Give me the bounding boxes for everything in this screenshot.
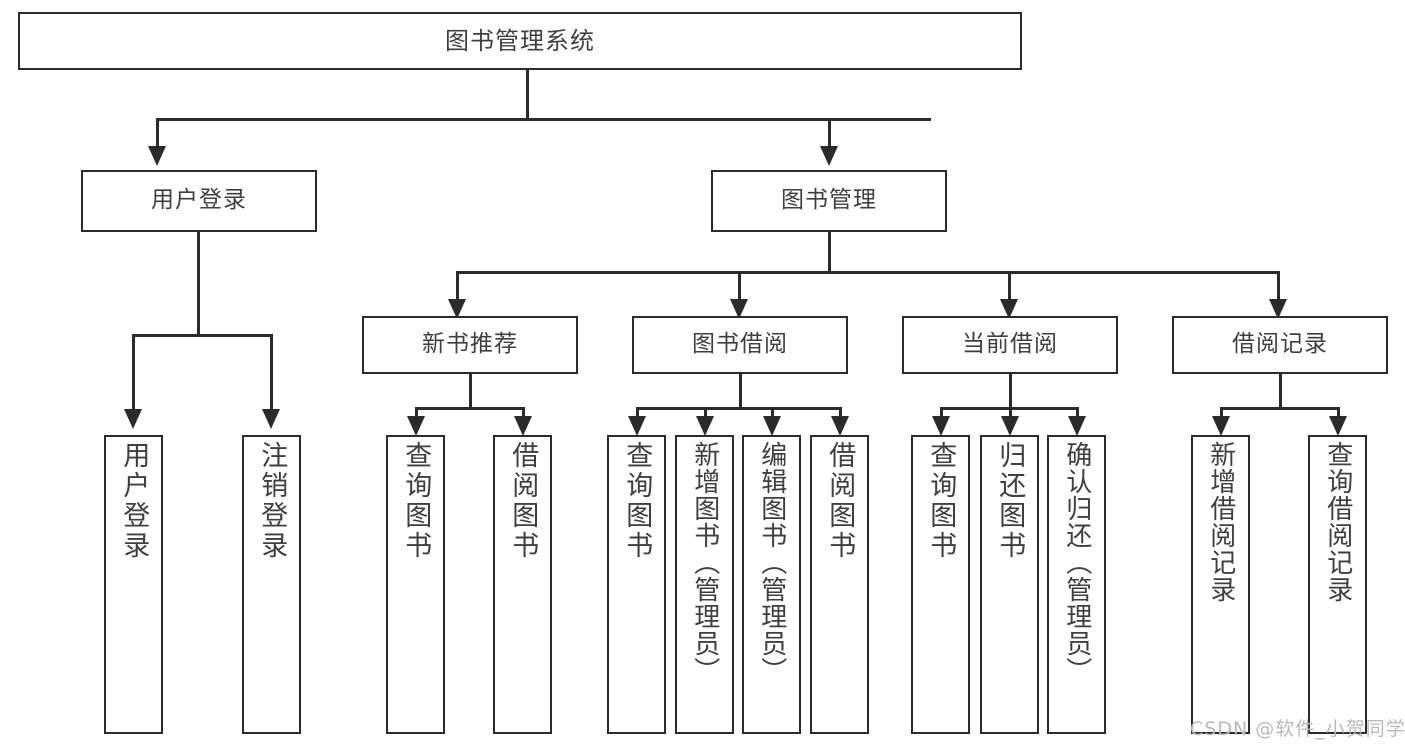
arrowhead-book-borrow-leaf-2 bbox=[696, 416, 714, 436]
connector-to-borrow-record bbox=[1277, 271, 1280, 301]
connector-to-current-borrow bbox=[1008, 271, 1011, 301]
connector-borrow-record-bus bbox=[1220, 407, 1340, 410]
node-label: 借阅图书 bbox=[824, 441, 856, 561]
connector-current-borrow-stem bbox=[1009, 374, 1012, 410]
leaf-book-borrow-add-admin[interactable]: 新增图书（管理员） bbox=[675, 435, 734, 734]
node-label: 新增图书（管理员） bbox=[689, 441, 720, 684]
connector-book-borrow-leaf-1 bbox=[636, 407, 639, 419]
node-label: 编辑图书（管理员） bbox=[756, 441, 787, 684]
connector-new-book-leaf-2 bbox=[522, 407, 525, 419]
arrowhead-borrow-record-leaf-1 bbox=[1212, 416, 1230, 436]
leaf-user-login-login[interactable]: 用户登录 bbox=[104, 435, 163, 734]
leaf-current-borrow-query[interactable]: 查询图书 bbox=[911, 435, 970, 734]
node-label: 查询图书 bbox=[925, 441, 957, 561]
connector-book-borrow-leaf-2 bbox=[704, 407, 707, 419]
connector-current-borrow-leaf-3 bbox=[1076, 407, 1079, 419]
arrowhead-book-management bbox=[820, 146, 838, 166]
node-label: 当前借阅 bbox=[962, 331, 1058, 358]
arrowhead-current-borrow-leaf-3 bbox=[1068, 416, 1086, 436]
arrowhead-current-borrow-leaf-2 bbox=[1001, 416, 1019, 436]
node-label: 新书推荐 bbox=[422, 331, 518, 358]
leaf-book-borrow-borrow[interactable]: 借阅图书 bbox=[810, 435, 869, 734]
arrowhead-current-borrow bbox=[1000, 299, 1018, 319]
arrowhead-user-login bbox=[148, 146, 166, 166]
leaf-new-book-borrow[interactable]: 借阅图书 bbox=[493, 435, 552, 734]
node-book-management[interactable]: 图书管理 bbox=[711, 170, 947, 232]
node-label: 借阅记录 bbox=[1232, 331, 1328, 358]
node-label: 注销登录 bbox=[256, 441, 288, 561]
leaf-book-borrow-edit-admin[interactable]: 编辑图书（管理员） bbox=[742, 435, 801, 734]
node-root-book-management-system[interactable]: 图书管理系统 bbox=[18, 12, 1022, 70]
connector-borrow-record-leaf-2 bbox=[1337, 407, 1340, 419]
arrowhead-user-login-leaf-1 bbox=[124, 409, 142, 429]
node-label: 图书管理系统 bbox=[445, 26, 595, 55]
arrowhead-book-borrow-leaf-1 bbox=[628, 416, 646, 436]
connector-book-borrow-stem bbox=[739, 374, 742, 410]
node-label: 新增借阅记录 bbox=[1205, 441, 1236, 603]
connector-level3-bus bbox=[456, 271, 1279, 274]
node-label: 用户登录 bbox=[151, 187, 247, 214]
node-current-borrow[interactable]: 当前借阅 bbox=[902, 316, 1118, 374]
node-book-borrow[interactable]: 图书借阅 bbox=[632, 316, 848, 374]
node-label: 图书管理 bbox=[781, 187, 877, 214]
node-label: 查询图书 bbox=[400, 441, 432, 561]
connector-current-borrow-leaf-2 bbox=[1009, 407, 1012, 419]
node-new-book-recommend[interactable]: 新书推荐 bbox=[362, 316, 578, 374]
leaf-current-borrow-confirm-admin[interactable]: 确认归还（管理员） bbox=[1047, 435, 1106, 734]
arrowhead-book-borrow-leaf-4 bbox=[831, 416, 849, 436]
node-borrow-record[interactable]: 借阅记录 bbox=[1172, 316, 1388, 374]
connector-new-book-stem bbox=[469, 374, 472, 410]
leaf-borrow-record-add[interactable]: 新增借阅记录 bbox=[1191, 435, 1250, 734]
connector-user-login-leaf-1 bbox=[132, 334, 135, 411]
leaf-borrow-record-query[interactable]: 查询借阅记录 bbox=[1308, 435, 1367, 734]
leaf-user-login-logout[interactable]: 注销登录 bbox=[242, 435, 301, 734]
connector-book-borrow-leaf-3 bbox=[771, 407, 774, 419]
node-label: 用户登录 bbox=[118, 441, 150, 561]
connector-user-login-bus bbox=[132, 334, 273, 337]
arrowhead-user-login-leaf-2 bbox=[262, 409, 280, 429]
connector-book-borrow-bus bbox=[636, 407, 842, 410]
connector-borrow-record-leaf-1 bbox=[1220, 407, 1223, 419]
connector-new-book-leaf-1 bbox=[415, 407, 418, 419]
connector-to-book-borrow bbox=[738, 271, 741, 301]
connector-to-user-login bbox=[156, 118, 159, 148]
node-label: 查询图书 bbox=[621, 441, 653, 561]
connector-new-book-bus bbox=[415, 407, 525, 410]
connector-user-login-leaf-2 bbox=[270, 334, 273, 411]
arrowhead-borrow-record bbox=[1269, 299, 1287, 319]
connector-current-borrow-leaf-1 bbox=[940, 407, 943, 419]
connector-user-login-stem bbox=[197, 232, 200, 336]
node-label: 归还图书 bbox=[994, 441, 1026, 561]
connector-root-stem bbox=[526, 70, 529, 120]
connector-borrow-record-stem bbox=[1279, 374, 1282, 410]
node-label: 图书借阅 bbox=[692, 331, 788, 358]
arrowhead-new-book-leaf-1 bbox=[407, 416, 425, 436]
leaf-new-book-query[interactable]: 查询图书 bbox=[386, 435, 445, 734]
arrowhead-book-borrow bbox=[730, 299, 748, 319]
connector-level2-bus bbox=[156, 118, 931, 121]
node-user-login[interactable]: 用户登录 bbox=[81, 170, 317, 232]
arrowhead-book-borrow-leaf-3 bbox=[763, 416, 781, 436]
arrowhead-new-book bbox=[448, 299, 466, 319]
connector-book-management-stem bbox=[828, 232, 831, 274]
node-label: 确认归还（管理员） bbox=[1061, 441, 1092, 684]
node-label: 查询借阅记录 bbox=[1322, 441, 1353, 603]
connector-to-book-management bbox=[828, 118, 831, 148]
leaf-current-borrow-return[interactable]: 归还图书 bbox=[980, 435, 1039, 734]
connector-to-new-book bbox=[456, 271, 459, 301]
arrowhead-borrow-record-leaf-2 bbox=[1329, 416, 1347, 436]
connector-book-borrow-leaf-4 bbox=[839, 407, 842, 419]
leaf-book-borrow-query[interactable]: 查询图书 bbox=[607, 435, 666, 734]
arrowhead-new-book-leaf-2 bbox=[514, 416, 532, 436]
node-label: 借阅图书 bbox=[507, 441, 539, 561]
arrowhead-current-borrow-leaf-1 bbox=[932, 416, 950, 436]
